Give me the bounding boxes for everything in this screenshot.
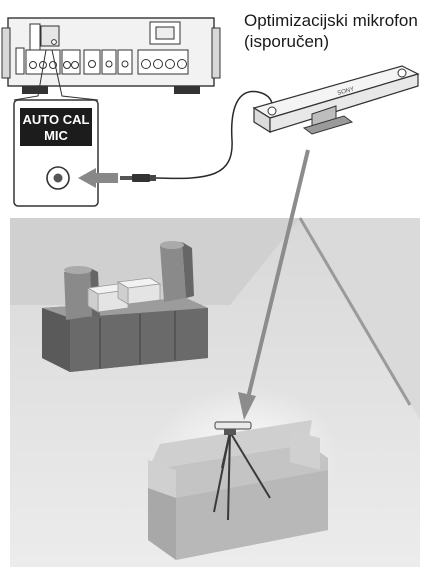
- mic-left-capsule: [267, 106, 277, 116]
- placement-arrow: [238, 149, 310, 420]
- microphone-caption-line2: (isporučen): [244, 32, 330, 51]
- optimizer-microphone: SONY: [252, 65, 420, 135]
- right-speaker: [160, 241, 194, 302]
- microphone-caption: Optimizacijski mikrofon (isporučen): [244, 10, 434, 52]
- av-components: [86, 277, 162, 313]
- jack-callout: AUTO CAL MIC: [13, 99, 99, 207]
- mic-jack-inner: [53, 173, 63, 183]
- jack-label-line2: MIC: [44, 128, 68, 143]
- microphone-caption-line1: Optimizacijski mikrofon: [244, 11, 418, 30]
- mic-brand: SONY: [337, 86, 355, 96]
- jack-label-line1: AUTO CAL: [23, 112, 90, 127]
- mic-cable: [155, 90, 274, 180]
- tripod-microphone: [213, 431, 271, 521]
- microphone-on-tripod: [214, 421, 252, 435]
- receiver-rear-panel: [1, 17, 221, 101]
- receiver-mic-jack: [51, 39, 57, 45]
- mic-right-capsule: [397, 68, 407, 78]
- jack-label-background: [20, 108, 92, 146]
- plug-in-arrow: [78, 168, 118, 188]
- room-corner-edge: [298, 217, 412, 406]
- mic-plug: [120, 174, 156, 182]
